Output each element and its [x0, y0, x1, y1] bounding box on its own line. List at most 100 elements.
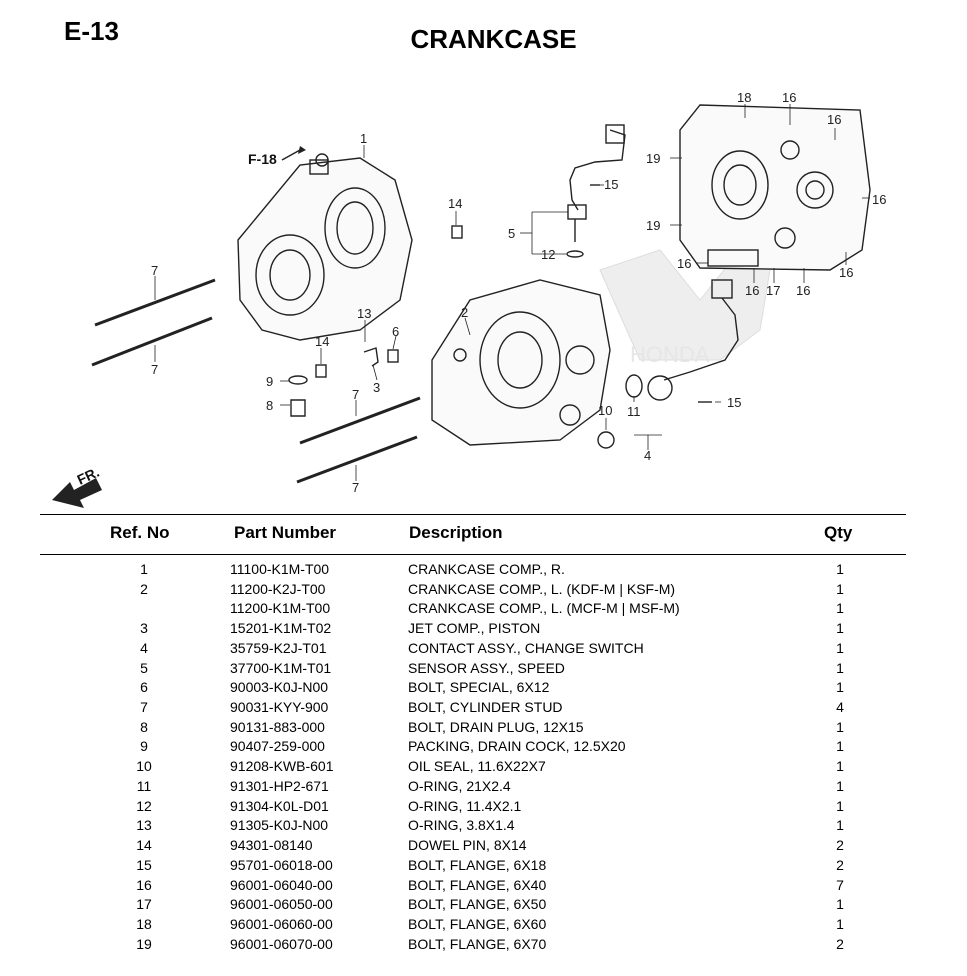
cell-qty: 1 [836, 620, 844, 637]
leader-lines [154, 104, 870, 481]
cell-qty: 1 [836, 797, 844, 814]
callout-2: 2 [461, 305, 468, 320]
cell-ref: 6 [140, 679, 148, 696]
header-part-number: Part Number [234, 523, 337, 542]
callout-6: 6 [392, 324, 399, 339]
cell-description: CRANKCASE COMP., L. (MCF-M | MSF-M) [408, 600, 680, 617]
cell-part-number: 11200-K1M-T00 [230, 600, 331, 617]
cell-qty: 7 [836, 876, 844, 893]
cell-description: BOLT, FLANGE, 6X70 [408, 935, 547, 952]
cell-description: CRANKCASE COMP., L. (KDF-M | KSF-M) [408, 580, 676, 597]
callout-5: 5 [508, 226, 515, 241]
cell-description: CRANKCASE COMP., R. [408, 561, 565, 577]
cell-qty: 2 [836, 935, 844, 952]
cell-qty: 1 [836, 896, 844, 913]
cell-ref: 15 [136, 856, 152, 873]
callout-16a: 16 [782, 90, 796, 105]
callout-9: 9 [266, 374, 273, 389]
change-switch-drawing [647, 279, 739, 401]
cell-description: DOWEL PIN, 8X14 [408, 837, 527, 854]
cell-qty: 2 [836, 856, 844, 873]
callout-13: 13 [357, 306, 371, 321]
cell-ref: 5 [140, 659, 148, 676]
callout-16b: 16 [827, 112, 841, 127]
cell-qty: 1 [836, 817, 844, 834]
table-row: 17 96001-06050-00 BOLT, FLANGE, 6X50 1 [0, 895, 967, 915]
cell-part-number: 96001-06050-00 [230, 896, 333, 913]
page-code: E-13 [64, 16, 119, 46]
cell-part-number: 91301-HP2-671 [230, 777, 329, 794]
exploded-parts-diagram: HONDA [52, 90, 886, 508]
cell-part-number: 96001-06040-00 [230, 876, 333, 893]
cell-ref: 13 [136, 817, 152, 834]
cell-description: OIL SEAL, 11.6X22X7 [408, 758, 546, 775]
cell-ref: 2 [140, 580, 148, 597]
callout-15a: 15 [604, 177, 618, 192]
cell-qty: 1 [836, 639, 844, 656]
table-row: 13 91305-K0J-N00 O-RING, 3.8X1.4 1 [0, 816, 967, 836]
cell-part-number: 95701-06018-00 [230, 856, 333, 873]
cell-part-number: 11200-K2J-T00 [230, 580, 326, 597]
header-description: Description [409, 523, 503, 542]
cell-ref: 11 [136, 777, 152, 794]
cell-part-number: 91208-KWB-601 [230, 758, 334, 775]
cell-part-number: 15201-K1M-T02 [230, 620, 332, 637]
table-row: 2 11200-K2J-T00 CRANKCASE COMP., L. (KDF-M… [0, 580, 967, 600]
watermark-logo: HONDA [599, 249, 771, 367]
callout-7b: 7 [151, 362, 158, 377]
callout-1: 1 [360, 131, 367, 146]
cell-qty: 1 [836, 580, 844, 597]
cell-description: SENSOR ASSY., SPEED [408, 659, 565, 676]
cell-part-number: 91304-K0L-D01 [230, 797, 329, 814]
cell-description: O-RING, 21X2.4 [408, 777, 511, 794]
table-row: 19 96001-06070-00 BOLT, FLANGE, 6X70 2 [0, 935, 967, 955]
cell-description: JET COMP., PISTON [408, 620, 541, 637]
cell-qty: 1 [836, 679, 844, 696]
cell-part-number: 94301-08140 [230, 837, 313, 854]
cell-qty: 1 [836, 718, 844, 735]
callout-19b: 19 [646, 218, 660, 233]
cell-ref: 7 [140, 699, 148, 716]
callout-16d: 16 [839, 265, 853, 280]
callout-15b: 15 [727, 395, 741, 410]
callout-14a: 14 [448, 196, 462, 211]
header-qty: Qty [824, 523, 853, 542]
table-top-rule [40, 514, 906, 515]
callout-7a: 7 [151, 263, 158, 278]
cell-qty: 2 [836, 837, 844, 854]
cell-part-number: 96001-06070-00 [230, 935, 333, 952]
callout-numbers: 1 2 3 4 5 6 7 7 7 7 8 9 10 11 12 13 14 1… [151, 90, 886, 495]
cell-description: O-RING, 3.8X1.4 [408, 817, 515, 834]
callout-16g: 16 [677, 256, 691, 271]
cell-qty: 1 [836, 561, 844, 577]
callout-10: 10 [598, 403, 612, 418]
cell-part-number: 37700-K1M-T01 [230, 659, 332, 676]
callout-7d: 7 [352, 480, 359, 495]
svg-text:HONDA: HONDA [630, 342, 710, 367]
callout-8: 8 [266, 398, 273, 413]
cell-qty: 1 [836, 738, 844, 755]
cell-ref: 16 [136, 876, 152, 893]
cell-part-number: 91305-K0J-N00 [230, 817, 329, 834]
callout-7c: 7 [352, 387, 359, 402]
callout-12: 12 [541, 247, 555, 262]
callout-16e: 16 [796, 283, 810, 298]
cell-ref: 14 [136, 837, 152, 854]
cell-description: BOLT, FLANGE, 6X50 [408, 896, 547, 913]
table-row: 11200-K1M-T00 CRANKCASE COMP., L. (MCF-M … [0, 599, 967, 619]
cell-part-number: 35759-K2J-T01 [230, 639, 327, 656]
section-ref-label: F-18 [248, 151, 277, 167]
cell-description: BOLT, CYLINDER STUD [408, 699, 563, 716]
cell-description: BOLT, FLANGE, 6X18 [408, 856, 547, 873]
cell-qty: 4 [836, 699, 844, 716]
cell-ref: 19 [136, 935, 152, 952]
cell-ref: 17 [136, 896, 152, 913]
crankcase-left-drawing [431, 279, 611, 446]
